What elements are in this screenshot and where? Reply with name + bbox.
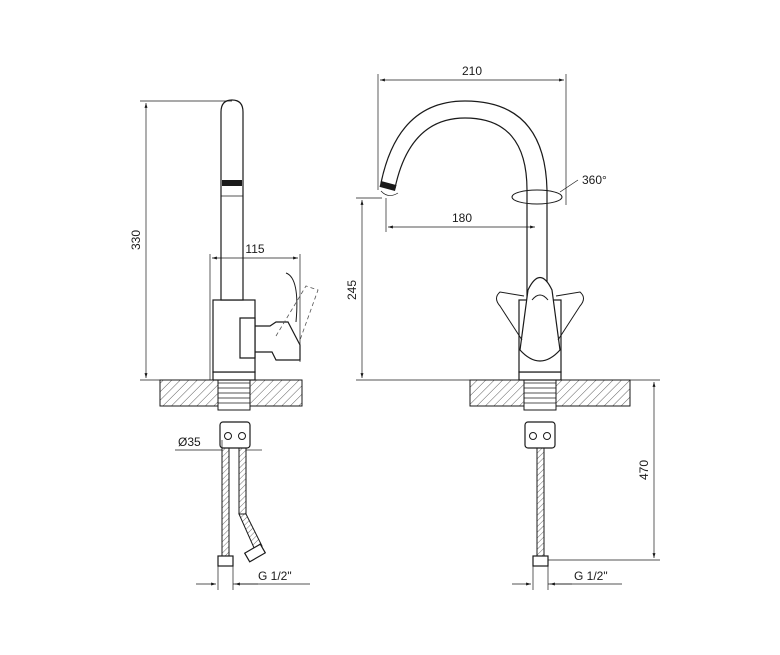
dim-diameter-label: Ø35 <box>178 435 201 449</box>
front-hose-nut <box>532 555 549 567</box>
front-view: 360° 210 180 245 470 <box>345 64 660 590</box>
side-spout <box>220 99 244 301</box>
side-connector <box>219 421 251 449</box>
rotation-label: 360° <box>582 173 607 187</box>
front-spout-arc <box>380 100 548 301</box>
side-hose-right-top <box>238 447 247 515</box>
side-hose-nut <box>243 543 267 563</box>
side-aerator <box>222 180 242 186</box>
rotation-indicator <box>511 189 563 205</box>
front-shank-threads <box>524 382 556 404</box>
dim-115-label: 115 <box>245 242 264 256</box>
side-thread-label: G 1/2" <box>258 569 292 583</box>
side-base-ring <box>212 371 256 381</box>
front-aerator <box>379 181 397 191</box>
dim-180-label: 180 <box>452 211 472 225</box>
front-hose <box>536 447 545 557</box>
dim-330-label: 330 <box>129 230 143 250</box>
front-handle-right <box>555 291 584 341</box>
front-handle-left <box>496 291 525 341</box>
side-handle-alt <box>275 285 319 341</box>
side-hose-left <box>221 447 230 557</box>
side-view: 330 115 Ø35 G 1/2" <box>129 99 319 590</box>
dim-210-label: 210 <box>462 64 482 78</box>
side-shank-threads <box>218 382 250 404</box>
front-thread-label: G 1/2" <box>574 569 608 583</box>
side-handle <box>254 321 301 361</box>
front-handle-center <box>519 276 561 362</box>
dim-245-label: 245 <box>345 280 359 300</box>
dim-470-label: 470 <box>637 460 651 480</box>
